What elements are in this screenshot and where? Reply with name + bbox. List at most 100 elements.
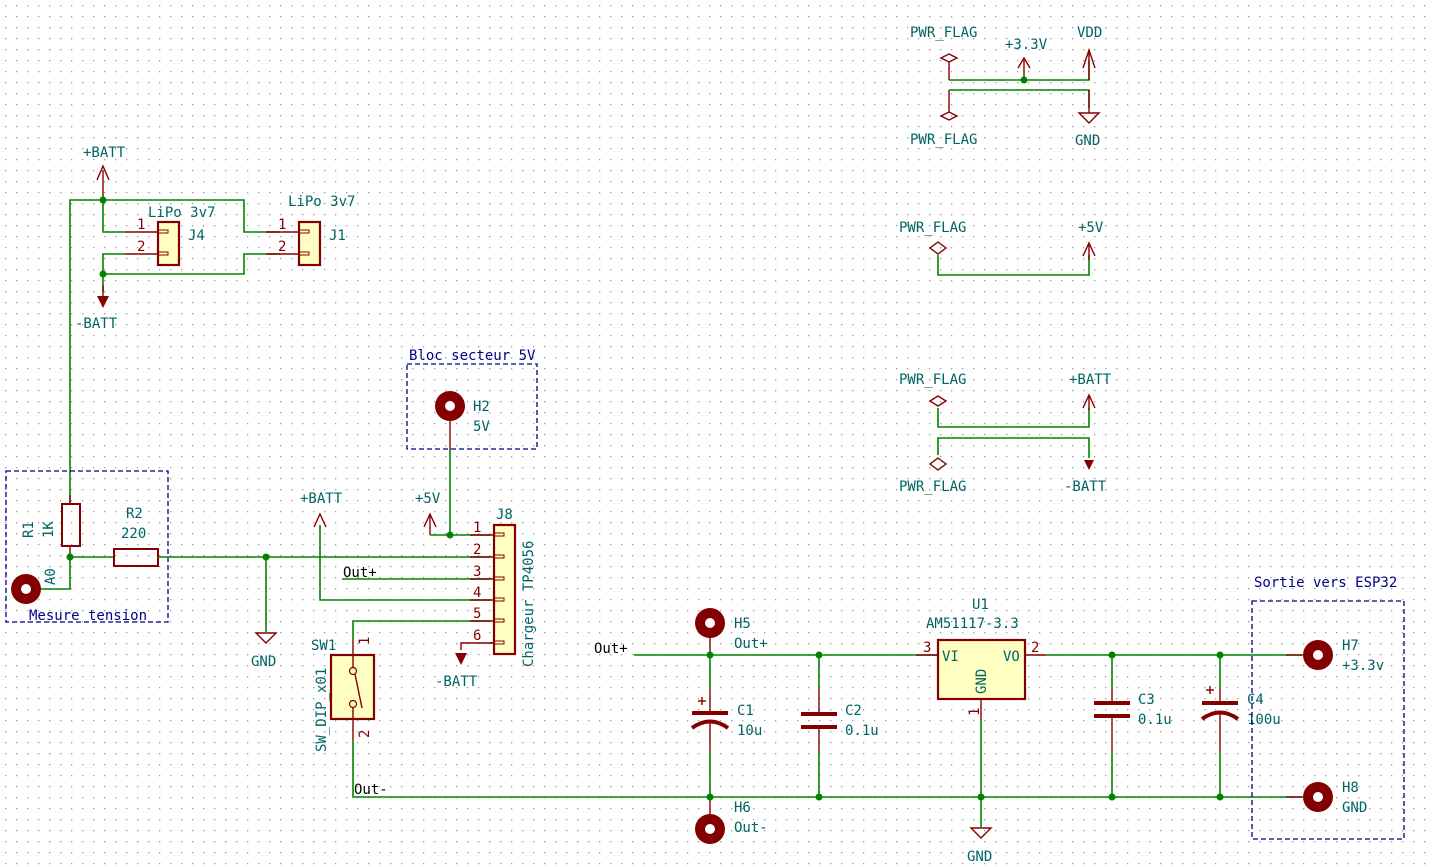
pwr-flag-group-batt[interactable]: PWR_FLAG +BATT PWR_FLAG -BATT — [899, 372, 1112, 495]
component-ref: J1 — [329, 228, 346, 244]
wire — [352, 620, 490, 640]
junction — [1216, 793, 1224, 801]
pwr-flag-label: PWR_FLAG — [899, 220, 966, 236]
pin-number: 3 — [473, 564, 481, 580]
component-ref: H6 — [734, 800, 751, 816]
net-label-out-plus[interactable]: Out+ — [343, 565, 377, 581]
capacitor-c2[interactable]: C2 0.1u — [801, 655, 879, 797]
junction — [815, 793, 823, 801]
pin-number: 1 — [357, 637, 373, 645]
block-title: Sortie vers ESP32 — [1254, 575, 1397, 591]
net-label-out-minus[interactable]: Out- — [354, 782, 388, 798]
power-label-batt-pos: +BATT — [300, 491, 343, 507]
neg-batt-arrow-icon — [97, 296, 109, 308]
capacitor-c1[interactable]: C1 10u — [690, 655, 762, 797]
power-arrow-icon — [1017, 56, 1031, 69]
power-arrow-icon — [423, 512, 437, 528]
pin-number: 1 — [137, 217, 145, 233]
power-label-5v: +5V — [415, 491, 441, 507]
component-ref: U1 — [972, 597, 989, 613]
connector-body — [297, 220, 322, 267]
component-value: Chargeur TP4056 — [521, 541, 537, 667]
pin-number: 3 — [923, 640, 931, 656]
regulator-section[interactable]: Out+ H5 Out+ H6 Out- C1 10u — [594, 597, 1320, 865]
component-ref: C1 — [737, 703, 754, 719]
component-ref: J4 — [188, 228, 205, 244]
component-value: Out+ — [734, 636, 768, 652]
voltage-measure-block[interactable]: Mesure tension R1 1K R2 220 A0 GND — [5, 470, 490, 670]
junction — [1216, 651, 1224, 659]
wire — [102, 253, 280, 292]
power-label-vdd: VDD — [1077, 25, 1102, 41]
regulator-u1[interactable]: 3 2 1 VI VO GND U1 AM51117-3.3 — [916, 597, 1320, 827]
connector-j1[interactable]: 1 2 LiPo 3v7 J1 — [266, 194, 355, 267]
pin-number: 2 — [473, 542, 481, 558]
pin-number: 2 — [357, 730, 373, 738]
pin-number: 1 — [473, 520, 481, 536]
junction — [66, 553, 74, 561]
pin-number: 4 — [473, 585, 481, 601]
component-value: GND — [1342, 800, 1367, 816]
pin-number: 2 — [1031, 640, 1039, 656]
pin-name-gnd: GND — [974, 669, 990, 694]
component-ref: C2 — [845, 703, 862, 719]
component-value: AM51117-3.3 — [926, 616, 1019, 632]
component-value: +3.3v — [1342, 658, 1384, 674]
power-label-batt-neg: -BATT — [75, 316, 118, 332]
pin-number: 5 — [473, 606, 481, 622]
pwr-flag-group-3v3-vdd[interactable]: PWR_FLAG +3.3V VDD PWR_FLAG GND — [910, 25, 1102, 149]
component-value: 1K — [41, 521, 57, 538]
component-value: 5V — [473, 419, 490, 435]
pin-number: 2 — [137, 239, 145, 255]
net-label-out-plus[interactable]: Out+ — [594, 641, 628, 657]
block-title: Bloc secteur 5V — [409, 348, 536, 364]
power-label-batt-pos: +BATT — [83, 145, 126, 161]
block-title: Mesure tension — [29, 608, 147, 624]
mains-block[interactable]: Bloc secteur 5V H2 5V — [406, 348, 538, 535]
wire — [937, 437, 1090, 458]
connector-body — [156, 220, 181, 267]
wire — [352, 740, 710, 798]
sheet-border — [5, 470, 169, 623]
component-ref: R2 — [126, 506, 143, 522]
battery-section[interactable]: +BATT -BATT 1 2 LiPo 3v7 J4 1 2 LiPo 3v7… — [69, 145, 355, 505]
junction — [977, 793, 985, 801]
wire — [102, 253, 125, 274]
switch-sw1[interactable]: 1 2 SW1 SW_DIP_x01 Out- — [311, 637, 710, 798]
ground-icon — [969, 827, 993, 839]
resistor-r1[interactable] — [61, 503, 81, 547]
pwr-flag-icon — [928, 457, 948, 471]
power-label-gnd: GND — [251, 654, 276, 670]
connector-j8[interactable]: 1 2 3 4 5 6 J8 Chargeur TP4056 — [470, 507, 537, 667]
junction — [262, 553, 270, 561]
pwr-flag-label: PWR_FLAG — [910, 25, 977, 41]
pwr-flag-icon — [939, 53, 959, 63]
regulator-body — [936, 638, 1027, 701]
pin-number: 6 — [473, 628, 481, 644]
sheet-border — [406, 363, 538, 450]
output-block[interactable]: Sortie vers ESP32 H7 +3.3v H8 GND — [1251, 575, 1405, 840]
neg-batt-arrow-icon — [1084, 460, 1094, 470]
power-label-gnd: GND — [1075, 133, 1100, 149]
connector-body — [492, 523, 517, 656]
component-ref: C4 — [1247, 692, 1264, 708]
capacitor-c4[interactable]: C4 100u — [1200, 655, 1281, 797]
capacitor-c3[interactable]: C3 0.1u — [1094, 655, 1172, 797]
connector-j4[interactable]: 1 2 LiPo 3v7 J4 — [125, 205, 215, 267]
wire — [937, 255, 1090, 276]
power-label-3v3: +3.3V — [1005, 37, 1048, 53]
component-ref: R1 — [21, 521, 37, 538]
component-ref: H5 — [734, 616, 751, 632]
junction — [706, 651, 714, 659]
component-value: 0.1u — [845, 723, 879, 739]
component-value: Out- — [734, 820, 768, 836]
neg-batt-arrow-icon — [455, 653, 467, 665]
charger-section[interactable]: +5V +BATT Out+ -BATT 1 2 — [300, 491, 537, 690]
pwr-flag-label: PWR_FLAG — [899, 479, 966, 495]
pwr-flag-group-5v[interactable]: PWR_FLAG +5V — [899, 220, 1104, 276]
pin-name-vi: VI — [942, 649, 959, 665]
component-value: LiPo 3v7 — [148, 205, 215, 221]
junction — [99, 270, 107, 278]
junction — [815, 651, 823, 659]
